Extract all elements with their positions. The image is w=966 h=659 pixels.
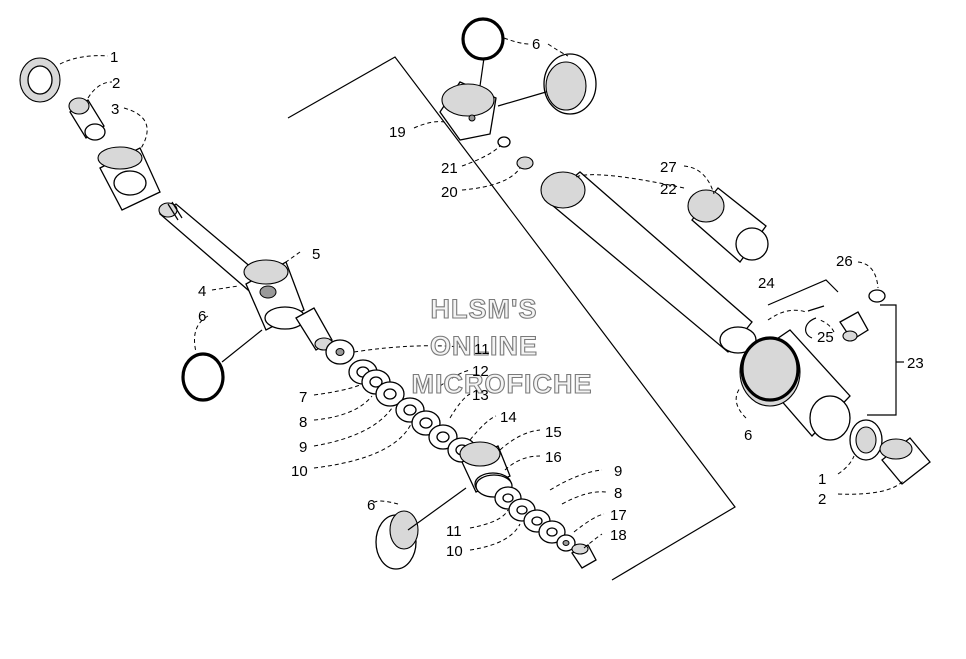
callout-label: 13 (472, 387, 489, 404)
watermark-line-1: HLSM'S (431, 294, 538, 324)
callout-label: 14 (500, 409, 517, 426)
callout-label: 6 (367, 497, 375, 514)
bushing-part-1-right (849, 419, 883, 461)
snap-ring-part-24 (807, 305, 825, 312)
callout-label: 24 (758, 275, 775, 292)
nut-part-18 (571, 543, 597, 569)
callout-label: 10 (446, 543, 463, 560)
callout-label: 6 (744, 427, 752, 444)
group-bracket (767, 279, 897, 416)
spacer-part-2-left (68, 97, 106, 141)
cap-part-26 (868, 289, 886, 303)
eyelet-sleeve-part-3 (97, 146, 161, 211)
callout-label: 9 (614, 463, 622, 480)
callout-label: 3 (111, 101, 119, 118)
callout-label: 19 (389, 124, 406, 141)
watermark: HLSM'S ONLINE MICROFICHE (411, 293, 593, 399)
callout-label: 23 (907, 355, 924, 372)
bushing-part-1-left (19, 57, 61, 103)
seal-band-part-6-bottom (375, 510, 419, 570)
callout-label: 2 (112, 75, 120, 92)
callout-label: 22 (660, 181, 677, 198)
callout-label: 20 (441, 184, 458, 201)
body-tube-part-22 (540, 171, 757, 354)
callout-label: 9 (299, 439, 307, 456)
callout-labels: 1 2 3 4 5 6 6 6 6 7 8 9 10 11 12 13 14 1… (110, 36, 924, 560)
callout-label: 7 (299, 389, 307, 406)
seal-band-part-6-top (543, 53, 597, 115)
callout-label: 17 (610, 507, 627, 524)
callout-label: 6 (198, 308, 206, 325)
rod-end-part (295, 307, 334, 351)
callout-label: 5 (312, 246, 320, 263)
callout-label: 18 (610, 527, 627, 544)
callout-label: 21 (441, 160, 458, 177)
bushing-part-27 (687, 187, 769, 263)
exploded-view-frame (287, 56, 736, 581)
watermark-line-2: ONLINE (430, 331, 538, 361)
callout-label: 25 (817, 329, 834, 346)
o-ring-part-25 (805, 317, 817, 339)
callout-label: 10 (291, 463, 308, 480)
leader-lines (59, 37, 905, 551)
callout-label: 8 (299, 414, 307, 431)
callout-label: 12 (472, 363, 489, 380)
spacer-part-2-right (879, 437, 931, 485)
callout-label: 1 (110, 49, 118, 66)
o-ring-part-6-left (181, 352, 225, 402)
shim-part-9 (375, 381, 405, 407)
washer-part-17 (556, 534, 576, 552)
callout-label: 11 (446, 523, 462, 540)
washer-part-11-upper (325, 339, 355, 365)
valve-core-part-20 (516, 156, 534, 170)
callout-label: 27 (660, 159, 677, 176)
callout-label: 11 (474, 341, 490, 358)
callout-label: 2 (818, 491, 826, 508)
callout-label: 1 (818, 471, 826, 488)
callout-label: 4 (198, 283, 206, 300)
reservoir-cap-part-19 (439, 81, 497, 141)
shim-part-8-lower (538, 520, 566, 544)
lower-body-assembly-part-23 (739, 329, 851, 441)
shim-part-10 (395, 397, 425, 423)
rod-guide-part-5 (243, 259, 306, 331)
o-ring-part-6-top (461, 17, 505, 61)
schrader-valve-part (839, 311, 869, 342)
callout-label: 6 (532, 36, 540, 53)
callout-label: 8 (614, 485, 622, 502)
callout-label: 15 (545, 424, 562, 441)
watermark-line-3: MICROFICHE (412, 369, 593, 399)
callout-label: 26 (836, 253, 853, 270)
callout-label: 16 (545, 449, 562, 466)
o-ring-part-6-right (740, 336, 800, 402)
o-ring-part-21 (497, 136, 511, 148)
